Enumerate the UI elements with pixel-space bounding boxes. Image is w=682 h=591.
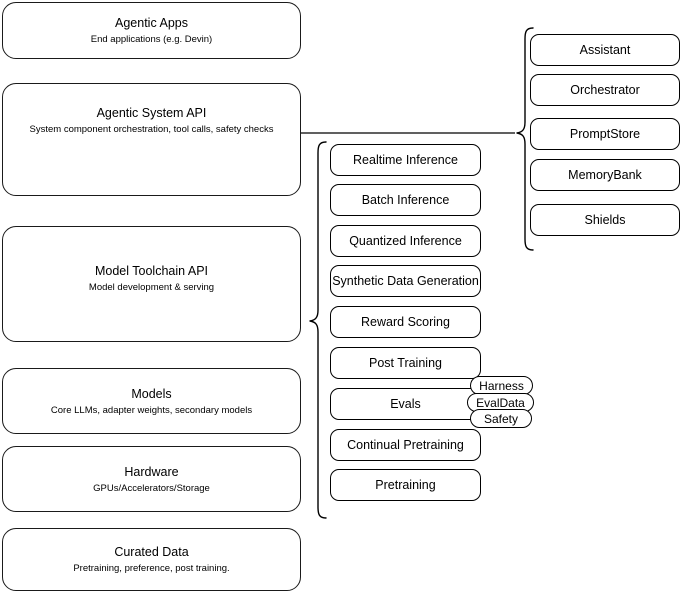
layer-models[interactable]: Models Core LLMs, adapter weights, secon…: [2, 368, 301, 434]
capability-label: Batch Inference: [361, 193, 450, 207]
layer-model-toolchain-api[interactable]: Model Toolchain API Model development & …: [2, 226, 301, 342]
eval-tag-label: Safety: [483, 411, 519, 426]
component-label: Assistant: [579, 43, 631, 57]
layer-subtitle: GPUs/Accelerators/Storage: [93, 482, 210, 494]
capability-label: Synthetic Data Generation: [332, 274, 479, 288]
eval-tag-evaldata[interactable]: EvalData: [467, 393, 534, 412]
capability-label: Reward Scoring: [361, 315, 450, 329]
component-assistant[interactable]: Assistant: [530, 34, 680, 66]
component-label: Orchestrator: [570, 83, 640, 97]
capability-label: Post Training: [369, 356, 442, 370]
capability-label: Evals: [390, 397, 421, 411]
layer-subtitle: System component orchestration, tool cal…: [29, 124, 274, 135]
layer-agentic-system-api[interactable]: Agentic System API System component orch…: [2, 83, 301, 196]
component-label: Shields: [584, 213, 626, 227]
capability-batch-inference[interactable]: Batch Inference: [330, 184, 481, 216]
component-label: PromptStore: [569, 127, 641, 141]
layer-hardware[interactable]: Hardware GPUs/Accelerators/Storage: [2, 446, 301, 512]
layer-subtitle: Model development & serving: [88, 281, 215, 293]
capability-reward-scoring[interactable]: Reward Scoring: [330, 306, 481, 338]
eval-tag-safety[interactable]: Safety: [470, 409, 532, 428]
layer-title: Hardware: [124, 464, 179, 479]
capability-continual-pretraining[interactable]: Continual Pretraining: [330, 429, 481, 461]
layer-title: Curated Data: [114, 545, 189, 559]
capability-post-training[interactable]: Post Training: [330, 347, 481, 379]
layer-curated-data[interactable]: Curated Data Pretraining, preference, po…: [2, 528, 301, 591]
capability-pretraining[interactable]: Pretraining: [330, 469, 481, 501]
eval-tag-label: EvalData: [476, 395, 525, 410]
capability-synthetic-data-generation[interactable]: Synthetic Data Generation: [330, 265, 481, 297]
system-api-connector-line: [301, 126, 517, 142]
layer-title: Agentic System API: [96, 106, 207, 120]
component-memorybank[interactable]: MemoryBank: [530, 159, 680, 191]
eval-tag-label: Harness: [479, 378, 524, 393]
component-promptstore[interactable]: PromptStore: [530, 118, 680, 150]
component-label: MemoryBank: [568, 168, 642, 182]
layer-title: Agentic Apps: [115, 16, 188, 30]
component-orchestrator[interactable]: Orchestrator: [530, 74, 680, 106]
capability-realtime-inference[interactable]: Realtime Inference: [330, 144, 481, 176]
layer-subtitle: Pretraining, preference, post training.: [73, 563, 230, 574]
capability-evals[interactable]: Evals: [330, 388, 481, 420]
layer-agentic-apps[interactable]: Agentic Apps End applications (e.g. Devi…: [2, 2, 301, 59]
layer-subtitle: End applications (e.g. Devin): [90, 34, 213, 45]
capability-label: Continual Pretraining: [347, 438, 464, 452]
capability-label: Realtime Inference: [353, 153, 458, 167]
layer-title: Model Toolchain API: [94, 263, 209, 278]
layer-title: Models: [131, 386, 172, 401]
eval-tag-harness[interactable]: Harness: [470, 376, 533, 395]
capability-label: Pretraining: [375, 478, 436, 492]
capability-label: Quantized Inference: [349, 234, 462, 248]
component-shields[interactable]: Shields: [530, 204, 680, 236]
system-components-brace: [513, 26, 537, 254]
toolchain-brace: [304, 140, 328, 520]
capability-quantized-inference[interactable]: Quantized Inference: [330, 225, 481, 257]
layer-subtitle: Core LLMs, adapter weights, secondary mo…: [50, 404, 253, 416]
